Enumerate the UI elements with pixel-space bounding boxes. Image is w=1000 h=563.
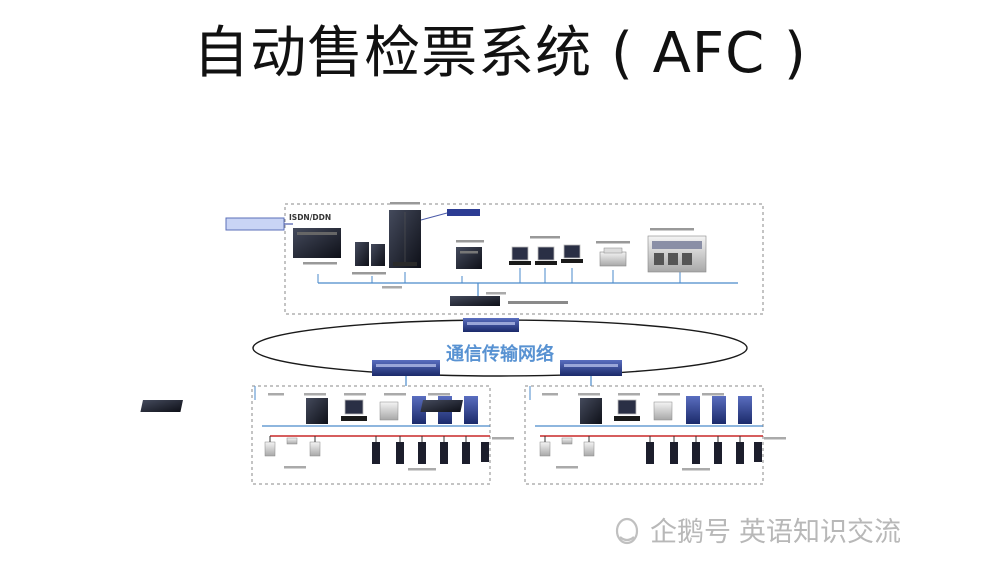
central-server-tower — [389, 202, 421, 268]
workstation-3 — [561, 244, 583, 263]
penguin-logo-icon — [615, 517, 639, 544]
left-ring-node — [372, 360, 440, 376]
isdn-badge: ISDN/DDN — [289, 213, 331, 222]
central-switch — [450, 283, 568, 306]
blue-tag — [420, 209, 480, 221]
workstation-1 — [509, 246, 531, 265]
watermark-account: 英语知识交流 — [739, 517, 901, 548]
printer — [596, 241, 630, 267]
workstation-2 — [535, 246, 557, 265]
communication-server — [293, 228, 341, 265]
card-encoder — [647, 228, 707, 273]
right-ring-node — [560, 360, 622, 376]
external-bank-box — [225, 217, 293, 231]
ring-hub-device — [463, 318, 519, 332]
watermark: 企鹅号 英语知识交流 — [612, 510, 901, 549]
ring-label: 通信传输网络 — [446, 343, 554, 365]
slide-title: 自动售检票系统 ( AFC ) — [193, 21, 807, 86]
right-station-system — [420, 385, 786, 485]
watermark-brand: 企鹅号 — [650, 517, 731, 548]
backup-device — [352, 242, 386, 275]
storage-device — [456, 240, 484, 269]
